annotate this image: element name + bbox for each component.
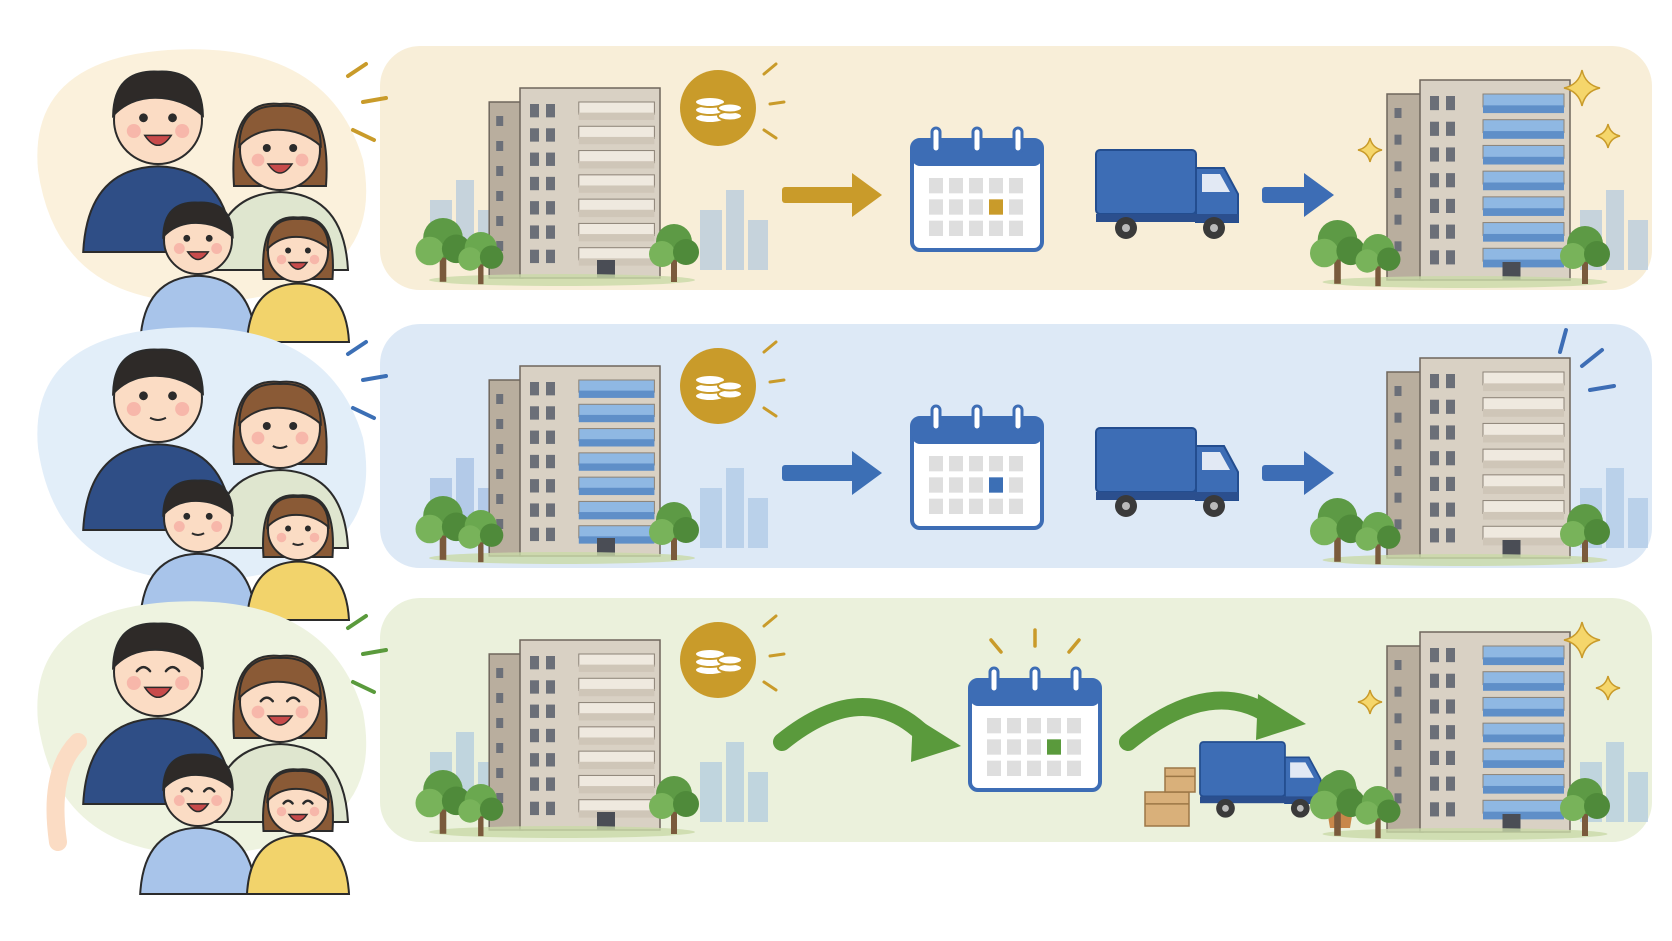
tree-icon [1355, 234, 1401, 287]
moving-truck-icon [1095, 149, 1239, 239]
tree-icon [415, 770, 471, 834]
family-illustration [37, 601, 388, 895]
tree-icon [1560, 504, 1610, 562]
tree-icon [1560, 226, 1610, 284]
arrow-icon [782, 451, 882, 495]
tree-icon [1355, 786, 1401, 839]
person [139, 753, 257, 895]
arrow-icon [1262, 173, 1334, 217]
moving-truck-icon [1199, 741, 1322, 818]
person [245, 494, 351, 621]
sparkle-icon [1357, 137, 1383, 163]
moving-truck-icon [1095, 427, 1239, 517]
sparkle-icon [1563, 69, 1601, 107]
person [245, 216, 351, 343]
tree-icon [1310, 498, 1365, 562]
tree-icon [649, 224, 699, 282]
box-icon [1144, 791, 1190, 827]
sparkle-icon [1563, 621, 1601, 659]
sparkle-icon [1595, 123, 1621, 149]
family-illustration [37, 327, 388, 621]
apartment-building-icon [1310, 79, 1610, 288]
city-skyline [700, 742, 768, 822]
box-icon [1164, 767, 1196, 793]
family-illustration [37, 49, 388, 343]
calendar-icon [910, 126, 1044, 252]
flow-row [37, 324, 1652, 621]
calendar-icon [968, 628, 1102, 792]
person [245, 768, 351, 895]
person [139, 201, 257, 343]
city-skyline [1580, 190, 1648, 270]
tree-icon [415, 496, 471, 560]
arrow-icon [782, 173, 882, 217]
sparkle-icon [1357, 689, 1383, 715]
apartment-building-icon [415, 365, 699, 564]
arrow-icon [773, 698, 961, 762]
sparkle-icon [1595, 675, 1621, 701]
arrow-icon [1262, 451, 1334, 495]
flow-row [37, 598, 1652, 895]
flow-row [37, 46, 1652, 343]
coins-icon [680, 62, 786, 146]
tree-icon [649, 502, 699, 560]
apartment-building-icon [1310, 357, 1610, 566]
tree-icon [1310, 772, 1365, 836]
tree-icon [1355, 512, 1401, 565]
apartment-building-icon [415, 87, 699, 286]
arrow-icon [1119, 691, 1306, 751]
apartment-building-icon [415, 639, 699, 838]
tree-icon [1310, 220, 1365, 284]
calendar-icon [910, 404, 1044, 530]
tree-icon [458, 784, 504, 837]
tree-icon [649, 776, 699, 834]
city-skyline [700, 190, 768, 270]
coins-icon [680, 614, 786, 698]
apartment-building-icon [1310, 631, 1610, 840]
city-skyline [700, 468, 768, 548]
coins-icon [680, 340, 786, 424]
tree-icon [458, 510, 504, 563]
tree-icon [1560, 778, 1610, 836]
tree-icon [458, 232, 504, 285]
